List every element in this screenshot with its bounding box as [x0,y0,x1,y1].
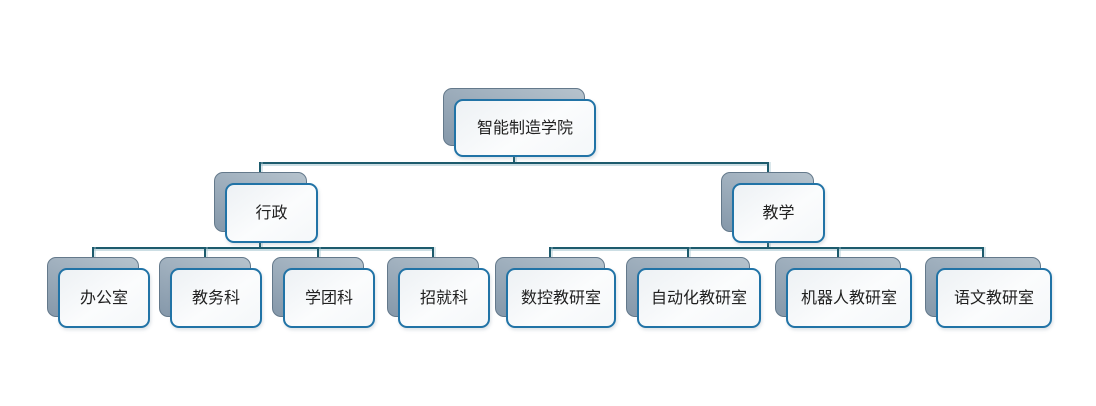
node-label: 行政 [255,203,288,222]
node-card: 教务科 [170,268,262,328]
node-label: 语文教研室 [953,288,1034,307]
node-card: 数控教研室 [506,268,616,328]
connector-drop-chinese [982,247,984,258]
org-node-student-section[interactable]: 学团科 [272,257,375,328]
connector-bus-admin [92,247,434,249]
node-card: 自动化教研室 [637,268,761,328]
node-card: 教学 [732,183,825,243]
connector-drop-automation [687,247,689,258]
org-node-admin[interactable]: 行政 [214,172,318,243]
connector-drop-cnc [549,247,551,258]
connector-drop-academic [204,247,206,258]
node-label: 学团科 [304,288,353,307]
org-node-robot-office[interactable]: 机器人教研室 [775,257,912,328]
node-label: 招就科 [419,288,468,307]
org-node-office[interactable]: 办公室 [47,257,150,328]
node-label: 办公室 [79,288,128,307]
org-node-automation-office[interactable]: 自动化教研室 [626,257,761,328]
connector-bus-level2 [259,162,769,164]
node-card: 学团科 [283,268,375,328]
connector-bus-teaching [549,247,984,249]
node-label: 智能制造学院 [476,118,573,137]
node-card: 智能制造学院 [454,99,596,157]
connector-drop-robot [837,247,839,258]
org-node-teaching[interactable]: 教学 [721,172,825,243]
org-node-academic-section[interactable]: 教务科 [159,257,262,328]
node-card: 办公室 [58,268,150,328]
node-label: 自动化教研室 [650,288,747,307]
connector-drop-student [317,247,319,258]
org-node-chinese-office[interactable]: 语文教研室 [925,257,1052,328]
node-label: 教学 [762,203,795,222]
connector-drop-admin [259,162,261,173]
node-label: 机器人教研室 [800,288,897,307]
org-node-root[interactable]: 智能制造学院 [443,88,596,157]
node-card: 行政 [225,183,318,243]
org-node-recruit-section[interactable]: 招就科 [387,257,490,328]
node-card: 招就科 [398,268,490,328]
connector-drop-teaching [767,162,769,173]
node-label: 教务科 [191,288,240,307]
connector-drop-recruit [432,247,434,258]
node-card: 语文教研室 [936,268,1052,328]
node-label: 数控教研室 [520,288,601,307]
org-node-cnc-office[interactable]: 数控教研室 [495,257,616,328]
node-card: 机器人教研室 [786,268,912,328]
connector-drop-office [92,247,94,258]
